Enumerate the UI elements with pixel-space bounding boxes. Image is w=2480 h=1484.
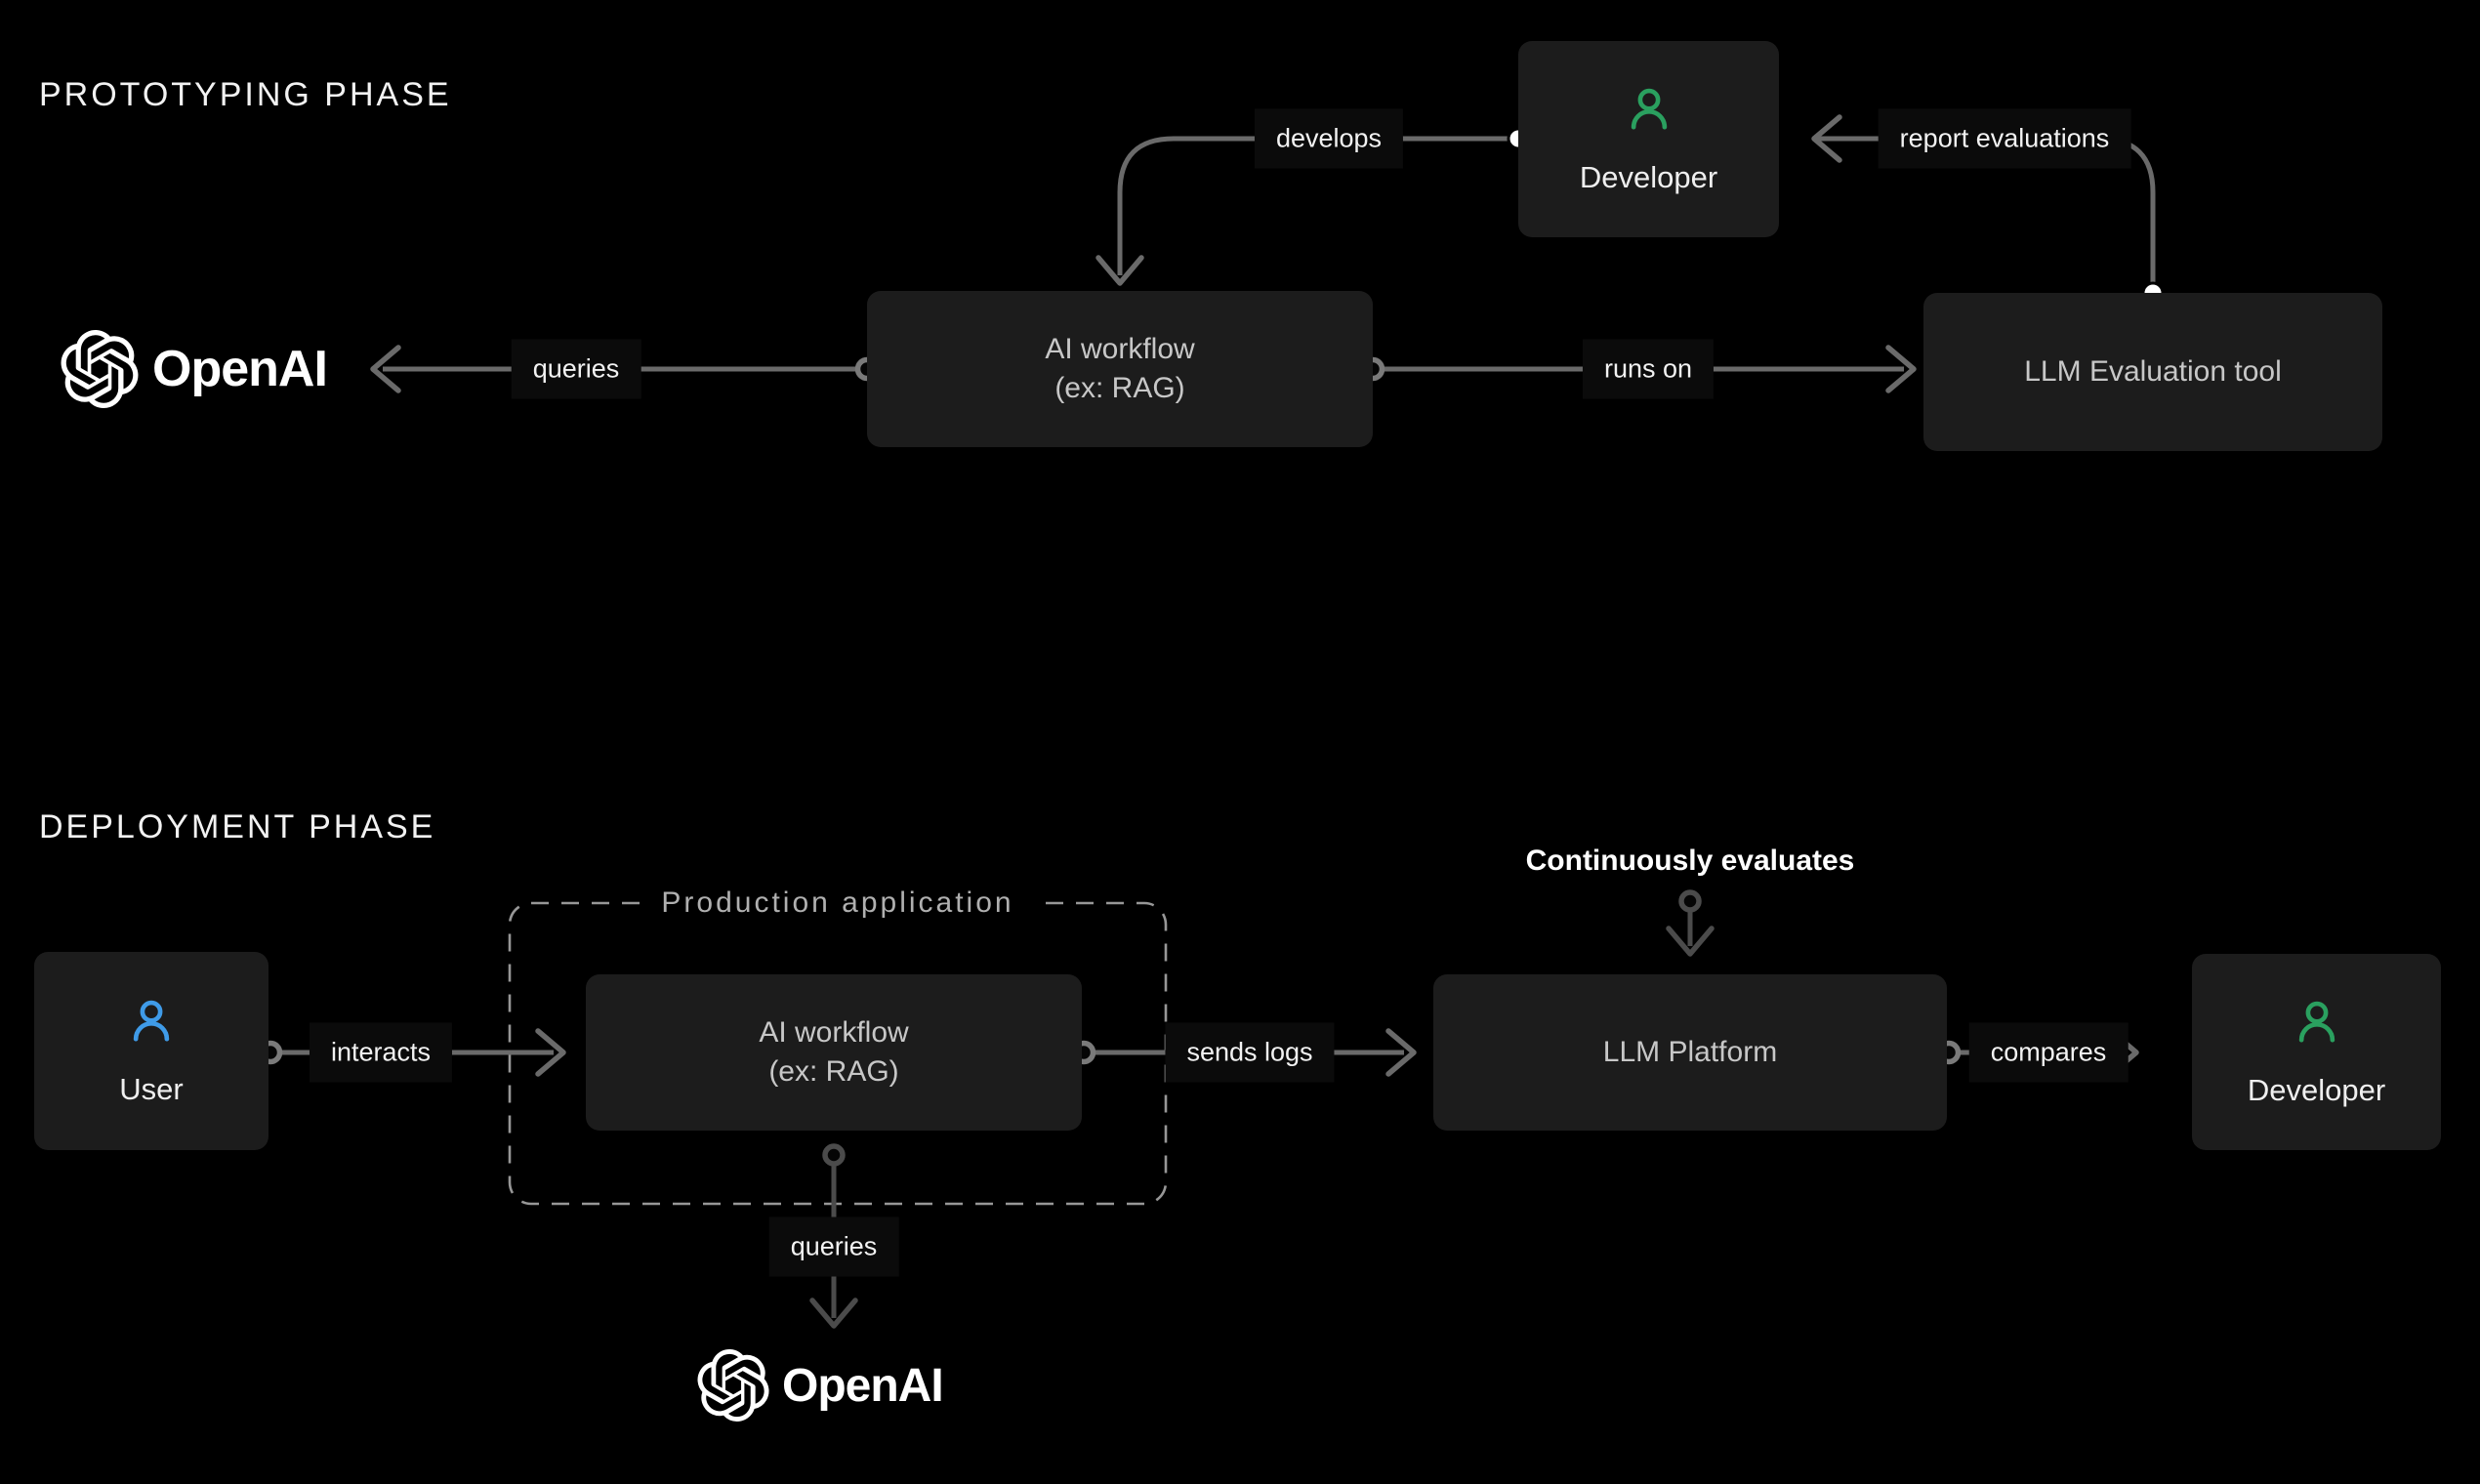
llm-platform-node: LLM Platform: [1433, 974, 1947, 1131]
user-node: User: [34, 952, 269, 1150]
ai-workflow-node-top: AI workflow (ex: RAG): [867, 291, 1373, 447]
queries-bottom-arrowhead-icon: [809, 1298, 858, 1329]
develops-edge-label: develops: [1254, 108, 1404, 169]
sends-logs-edge-label: sends logs: [1165, 1022, 1335, 1083]
develops-arrow-line: [1117, 136, 1509, 275]
continuously-evaluates-label: Continuously evaluates: [1511, 839, 1869, 884]
develops-arrowhead-icon: [1095, 255, 1144, 286]
openai-wordmark: OpenAI: [152, 341, 328, 397]
node-label: User: [119, 1071, 184, 1106]
openai-logo-top: OpenAI: [61, 329, 328, 409]
queries-arrowhead-icon: [370, 345, 401, 393]
production-application-label: Production application: [641, 885, 1034, 922]
interacts-edge-label: interacts: [309, 1022, 453, 1083]
person-icon: [133, 1000, 170, 1042]
node-sublabel: (ex: RAG): [1054, 372, 1185, 404]
deployment-phase-title: DEPLOYMENT PHASE: [39, 808, 436, 845]
developer-node-top: Developer: [1518, 41, 1779, 237]
report-evaluations-edge-label: report evaluations: [1878, 108, 2131, 169]
developer-node-bottom: Developer: [2192, 954, 2441, 1150]
openai-icon: [61, 330, 139, 408]
llm-evaluation-tool-node: LLM Evaluation tool: [1923, 293, 2382, 451]
node-label: AI workflow: [759, 1016, 909, 1049]
node-label: Developer: [2247, 1072, 2386, 1107]
openai-wordmark: OpenAI: [782, 1359, 944, 1412]
sends-logs-arrowhead-icon: [1385, 1028, 1417, 1077]
openai-icon: [697, 1349, 769, 1422]
compares-edge-label: compares: [1968, 1022, 2129, 1083]
runs-on-edge-label: runs on: [1582, 339, 1715, 399]
ai-workflow-node-bottom: AI workflow (ex: RAG): [586, 974, 1082, 1131]
node-label: LLM Evaluation tool: [2024, 355, 2282, 388]
queries-edge-label: queries: [511, 339, 641, 399]
person-icon: [1631, 88, 1667, 130]
continuously-evaluates-arrowhead-icon: [1666, 926, 1715, 957]
node-sublabel: (ex: RAG): [768, 1055, 899, 1088]
node-label: AI workflow: [1045, 333, 1195, 365]
interacts-arrowhead-icon: [535, 1028, 566, 1077]
runs-on-arrowhead-icon: [1885, 345, 1917, 393]
node-label: LLM Platform: [1602, 1036, 1778, 1068]
report-evaluations-arrowhead-icon: [1811, 114, 1842, 163]
node-label: Developer: [1579, 159, 1718, 194]
queries-bottom-edge-label: queries: [768, 1216, 899, 1277]
connector-ring: [822, 1143, 846, 1167]
connector-ring: [1678, 889, 1702, 913]
prototyping-phase-title: PROTOTYPING PHASE: [39, 76, 452, 113]
openai-logo-bottom: OpenAI: [697, 1347, 944, 1423]
person-icon: [2298, 1001, 2335, 1043]
